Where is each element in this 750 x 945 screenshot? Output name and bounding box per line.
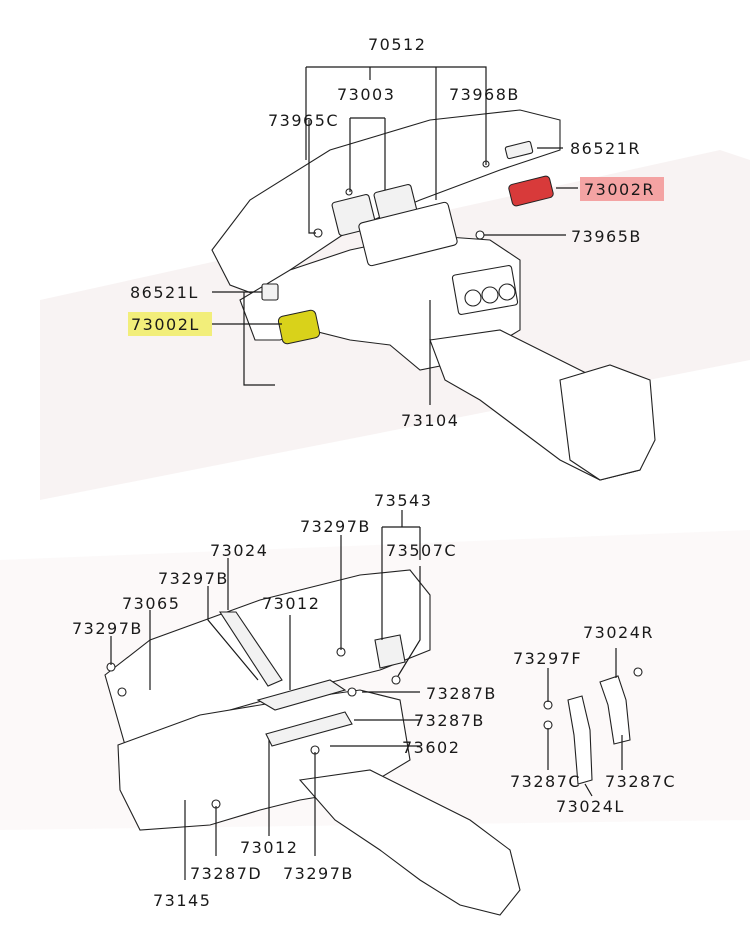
duct-73024 [218, 611, 283, 687]
highlight-73002R [580, 177, 664, 201]
label-73297B-b: 73297B [158, 569, 229, 588]
label-73602: 73602 [402, 738, 460, 757]
label-86521L: 86521L [130, 283, 199, 302]
label-73012-a: 73012 [262, 594, 320, 613]
label-86521R: 86521R [570, 139, 641, 158]
label-73297F: 73297F [513, 649, 582, 668]
duct-73543 [374, 634, 406, 669]
labels-bottom: 73543 73297B 73024 73507C 73297B 73065 7… [72, 491, 676, 910]
label-73965B: 73965B [571, 227, 642, 246]
label-73297B-c: 73297B [72, 619, 143, 638]
label-73002R: 73002R [584, 180, 655, 199]
label-73024R: 73024R [583, 623, 654, 642]
labels-top: 70512 73003 73968B 73965C 86521R 73002R … [130, 35, 655, 430]
label-73003: 73003 [337, 85, 395, 104]
lower-console [298, 769, 521, 916]
label-73297B-a: 73297B [300, 517, 371, 536]
label-73287B-a: 73287B [426, 684, 497, 703]
label-73543: 73543 [374, 491, 432, 510]
duct-73012-lower [265, 711, 353, 747]
label-73145: 73145 [153, 891, 211, 910]
bottom-assembly [104, 510, 643, 916]
duct-73012-upper [256, 679, 347, 711]
label-73002L: 73002L [131, 315, 200, 334]
label-73024L: 73024L [556, 797, 625, 816]
console-box [559, 364, 656, 481]
vent-73002R [508, 175, 554, 207]
highlight-73002L [128, 312, 212, 336]
label-73012-b: 73012 [240, 838, 298, 857]
label-73287D: 73287D [190, 864, 262, 883]
clip-73965B [475, 230, 485, 240]
clip-73003 [345, 188, 353, 196]
center-display [358, 201, 458, 267]
bracket-73024R [599, 675, 631, 745]
label-70512: 70512 [368, 35, 426, 54]
label-73287B-b: 73287B [414, 711, 485, 730]
bracket-73024L [567, 695, 593, 785]
label-73024: 73024 [210, 541, 268, 560]
label-73968B: 73968B [449, 85, 520, 104]
label-73104: 73104 [401, 411, 459, 430]
side-cap-86521R [504, 140, 534, 160]
vent-73002L [277, 309, 321, 345]
label-73965C: 73965C [268, 111, 339, 130]
label-73287C-b: 73287C [605, 772, 676, 791]
label-73507C: 73507C [386, 541, 457, 560]
top-assembly [211, 66, 656, 481]
label-73297B-d: 73297B [283, 864, 354, 883]
side-cap-86521L [261, 283, 279, 301]
label-73287C-a: 73287C [510, 772, 581, 791]
label-73065: 73065 [122, 594, 180, 613]
